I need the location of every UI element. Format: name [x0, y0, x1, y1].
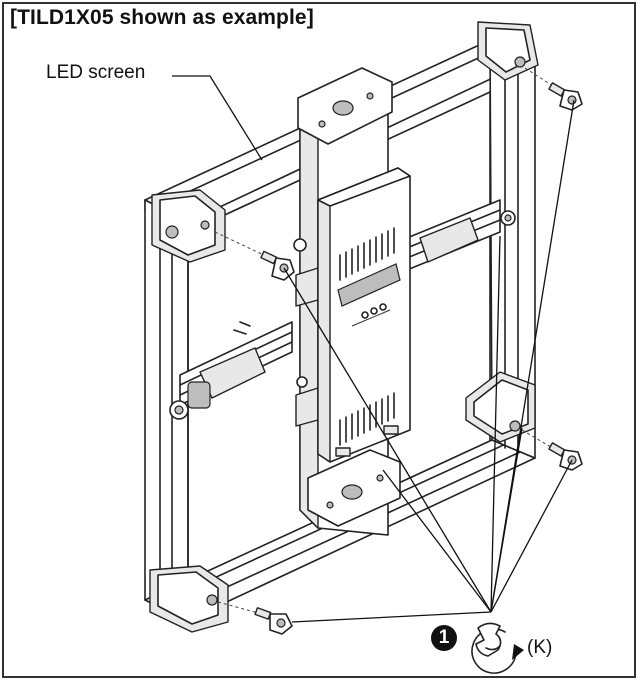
- led-screen-label: LED screen: [46, 62, 146, 83]
- corner-bracket-bottom-right: [465, 371, 536, 443]
- socket-wrench-rotate-icon: [471, 622, 524, 674]
- step-number-badge: 1: [431, 625, 457, 651]
- rail-right: [401, 199, 516, 273]
- page-title: [TILD1X05 shown as example]: [10, 6, 314, 29]
- tool-code-label: (K): [527, 637, 553, 658]
- led-screen-leader: [172, 75, 263, 161]
- corner-bracket-bottom-left: [149, 565, 229, 633]
- control-box: [317, 167, 411, 463]
- bolt-top-left: [214, 231, 295, 281]
- corner-bracket-top-left: [151, 189, 226, 263]
- leader-lines: [283, 99, 575, 623]
- rail-left: [169, 321, 293, 420]
- vent-top: [339, 227, 395, 281]
- bolt-bottom-right: [521, 429, 583, 471]
- corner-bracket-top-right: [477, 21, 539, 81]
- vent-bottom: [339, 392, 395, 446]
- bolt-bottom-left: [217, 601, 293, 635]
- bolt-top-right: [524, 67, 583, 111]
